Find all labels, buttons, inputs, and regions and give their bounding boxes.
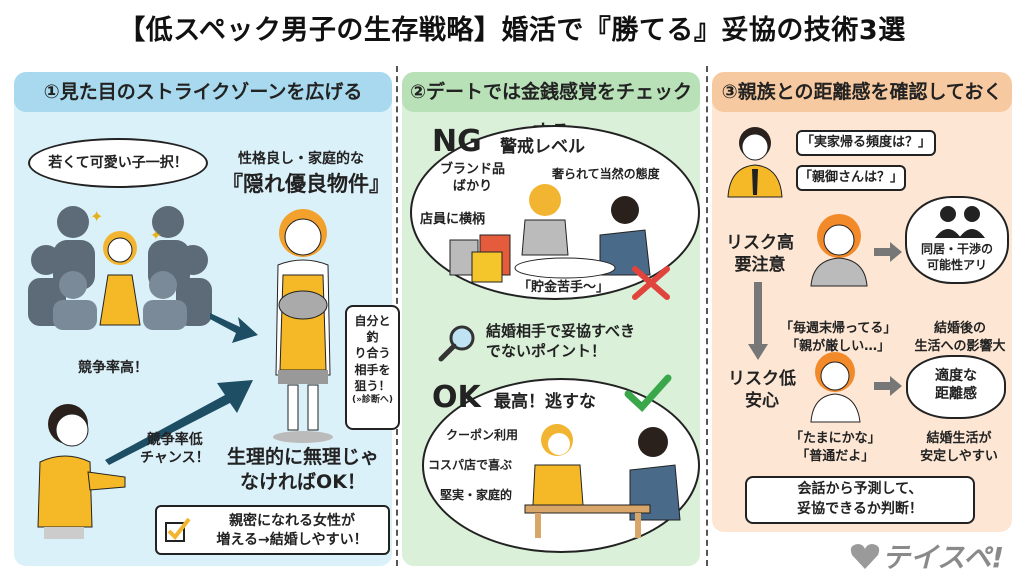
high-risk-effect: 結婚後の 生活への影響大 [906, 320, 1014, 355]
section-3-header: ③親族との距離感を確認しておく [712, 72, 1012, 112]
businessman-illustration [727, 127, 783, 198]
effect-line: 生活への影響大 [914, 338, 1006, 354]
arrow-down-icon [748, 282, 768, 360]
magnifier-icon [438, 325, 475, 362]
benefit-box: 親密になれる女性が 増える→結婚しやすい！ [155, 505, 390, 555]
target-line: 釣 [366, 330, 379, 345]
woman-with-pot-illustration [273, 209, 333, 443]
x-mark-icon [632, 266, 670, 300]
ok-item: コスパ店で喜ぶ [428, 458, 513, 472]
low-risk-line: リスク低 [728, 369, 796, 389]
ng-item-line: ばかり [452, 178, 493, 194]
effect-line: 安定しやすい [920, 448, 998, 464]
benefit-line: 増える→結婚しやすい！ [216, 531, 368, 548]
low-risk-effect: 結婚生活が 安定しやすい [906, 430, 1012, 465]
ng-item-line: ブランド品 [440, 162, 506, 177]
arrow-right-icon [874, 242, 902, 262]
low-risk-label: リスク低 安心 [728, 368, 796, 412]
effect-line: 結婚生活が [926, 431, 992, 446]
ng-date-illustration [449, 184, 651, 283]
high-risk-thought-cloud: 同居・干渉の 可能性アリ [905, 196, 1009, 284]
benefit-line: 親密になれる女性が [229, 513, 355, 529]
heart-ladder-logo-icon [850, 544, 880, 569]
ok-line: なければOK！ [240, 470, 366, 493]
ok-item: クーポン利用 [446, 428, 519, 442]
quote-line: 「たまにかな」 [790, 431, 881, 446]
conclusion-line: 妥協できるか判断！ [797, 500, 923, 517]
ng-item: 「貯金苦手～」 [518, 280, 610, 295]
svg-text:✦: ✦ [150, 228, 162, 244]
key-point-line: でないポイント！ [486, 341, 607, 360]
thought-line: 適度な [935, 368, 977, 384]
ok-item: 堅実・家庭的 [440, 488, 513, 502]
ok-date-illustration [524, 424, 681, 538]
diagnosis-link[interactable]: (»診断へ) [351, 394, 394, 405]
hidden-gem-subtitle: 性格良し・家庭的な [238, 151, 364, 167]
high-risk-line: 要注意 [734, 255, 786, 276]
key-point-text: 結婚相手で妥協すべき でないポイント！ [486, 322, 635, 361]
ng-item: ブランド品ばかり [440, 162, 505, 196]
svg-text:✦: ✦ [90, 207, 103, 226]
ng-item: 奢られて当然の態度 [552, 167, 660, 181]
target-line: 狙う！ [354, 378, 391, 393]
ng-level: 警戒レベル [500, 137, 585, 157]
check-mark-icon [624, 374, 672, 412]
ok-line: 生理的に無理じゃ [226, 446, 379, 468]
low-risk-quotes: 「たまにかな」 「普通だよ」 [790, 430, 881, 465]
target-line: り合う [354, 346, 391, 361]
quote-line: 「毎週末帰ってる」 [780, 321, 897, 336]
ng-label: NG [432, 124, 482, 159]
arrow-right-icon [874, 376, 902, 396]
low-risk-thought-cloud: 適度な 距離感 [906, 355, 1006, 419]
high-risk-label: リスク高 要注意 [726, 232, 794, 276]
crowd-speech-bubble: 若くて可愛い子一択！ [28, 138, 208, 188]
target-line: 相手を [354, 362, 391, 377]
high-risk-line: リスク高 [726, 233, 794, 253]
high-risk-quotes: 「毎週末帰ってる」 「親が厳しい…」 [780, 320, 896, 355]
question-bubble: 「実家帰る頻度は？」 [796, 130, 936, 156]
conclusion-line: 会話から予測して、 [797, 481, 923, 497]
crowd-illustration: ✦✦ [28, 206, 212, 330]
conclusion-box: 会話から予測して、 妥協できるか判断！ [745, 476, 975, 524]
high-competition-label: 競争率高！ [78, 360, 148, 376]
man-illustration [37, 404, 126, 539]
ok-level: 最高！逃すな [494, 392, 596, 412]
low-competition-line: 競争率低 [146, 432, 203, 448]
checkbox-icon [165, 517, 191, 542]
arrow-icon [105, 380, 253, 465]
key-point-line: 結婚相手で妥協すべき [486, 322, 635, 340]
thought-line: 距離感 [935, 386, 977, 403]
section-1-header: ①見た目のストライクゾーンを広げる [14, 72, 392, 112]
effect-line: 結婚後の [933, 321, 986, 336]
site-logo: テイスペ! [882, 541, 1004, 574]
thought-line: 同居・干渉の [920, 242, 993, 256]
quote-line: 「親が厳しい…」 [786, 338, 891, 354]
target-line: 自分と [354, 314, 391, 328]
target-speech-bubble: 自分と 釣 り合う 相手を 狙う！ (»診断へ) [345, 305, 400, 430]
parents-silhouette-icon [935, 206, 985, 238]
ok-label: OK [432, 380, 481, 415]
worried-woman-illustration [810, 214, 868, 287]
quote-line: 「普通だよ」 [796, 448, 875, 464]
low-competition-label: 競争率低 チャンス！ [140, 432, 210, 467]
calm-woman-illustration [810, 352, 861, 423]
page-title: 【低スペック男子の生存戦略】婚活で『勝てる』妥協の技術3選 [118, 15, 906, 46]
low-risk-line: 安心 [745, 391, 779, 412]
thought-line: 可能性アリ [926, 257, 987, 272]
ok-condition-text: 生理的に無理じゃ なければOK！ [218, 445, 388, 494]
question-bubble: 「親御さんは？」 [796, 165, 906, 191]
ng-item: 店員に横柄 [420, 212, 486, 227]
divider [706, 66, 708, 566]
arrow-icon [210, 313, 258, 343]
low-competition-line: チャンス！ [140, 449, 210, 466]
section-2-header: ②デートでは金銭感覚をチェックする [402, 72, 700, 143]
hidden-gem-title: 『隠れ優良物件』 [222, 172, 390, 196]
